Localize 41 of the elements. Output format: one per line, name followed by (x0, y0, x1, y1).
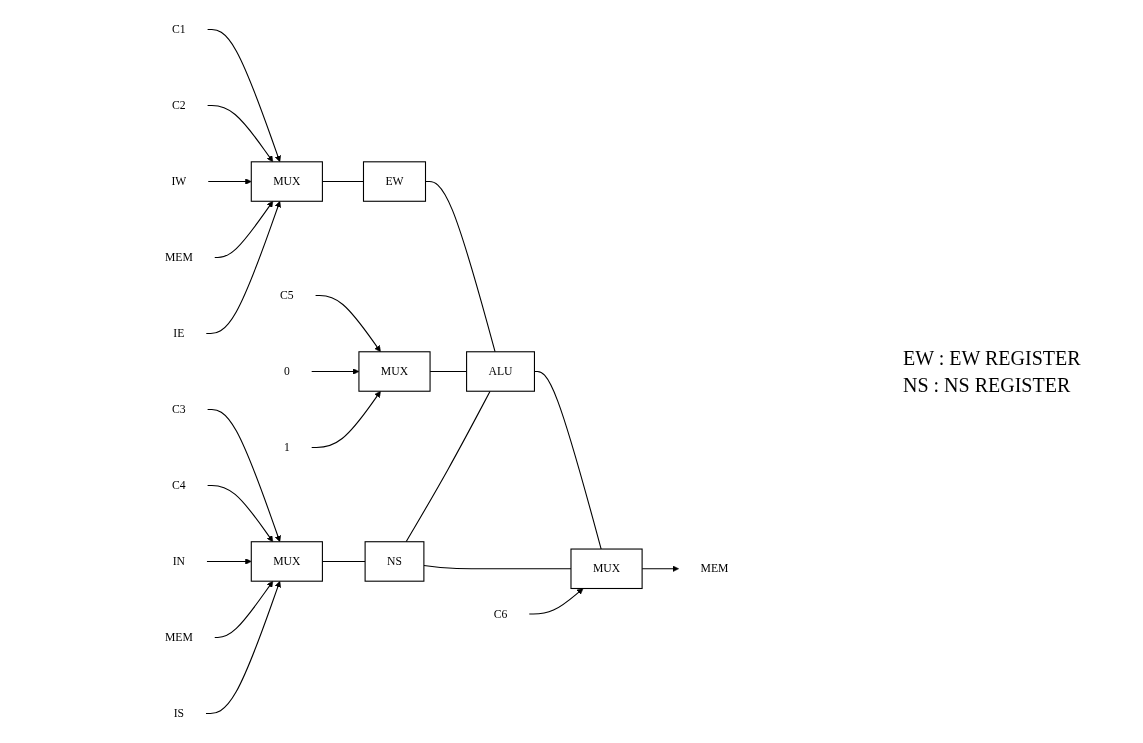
node-text: IS (173, 706, 184, 720)
node-text: IW (171, 174, 187, 188)
node-text: C3 (171, 402, 186, 416)
node-box: EW (362, 161, 426, 202)
node-text: IE (173, 326, 185, 340)
arrow (207, 178, 252, 185)
node-text: C5 (279, 288, 294, 302)
node-text: MEM (164, 250, 193, 264)
node-text: C1 (171, 23, 186, 36)
connector (405, 390, 491, 543)
node-box: MUX (250, 161, 323, 202)
arrow (206, 408, 281, 543)
node-box: MUX (358, 351, 431, 392)
legend-note: EW : EW REGISTER (903, 346, 1082, 370)
arrow (205, 200, 281, 335)
arrow (310, 390, 381, 449)
arrow (528, 588, 584, 615)
arrow (214, 580, 273, 638)
node-text: MEM (700, 562, 729, 575)
arrow (206, 558, 252, 565)
arrow (206, 29, 281, 163)
node-text: C2 (171, 98, 186, 112)
arrow (214, 200, 273, 259)
node-text: 1 (283, 440, 290, 454)
connector (429, 370, 467, 373)
node-text: C6 (493, 607, 508, 620)
legend-note: NS : NS REGISTER (903, 373, 1072, 397)
node-text: 0 (283, 364, 290, 378)
node-text: C4 (171, 478, 186, 492)
arrow (206, 484, 273, 543)
arrow (205, 580, 281, 714)
arrow (206, 105, 273, 163)
node-text: MEM (164, 630, 193, 644)
node-text: IN (172, 554, 185, 568)
node-box: MUX (570, 548, 643, 590)
node-box: ALU (465, 351, 535, 392)
arrow (314, 294, 381, 353)
arrow (641, 565, 679, 572)
arrow (310, 368, 359, 375)
node-box: MUX (250, 541, 323, 582)
node-box: NS (364, 541, 425, 582)
